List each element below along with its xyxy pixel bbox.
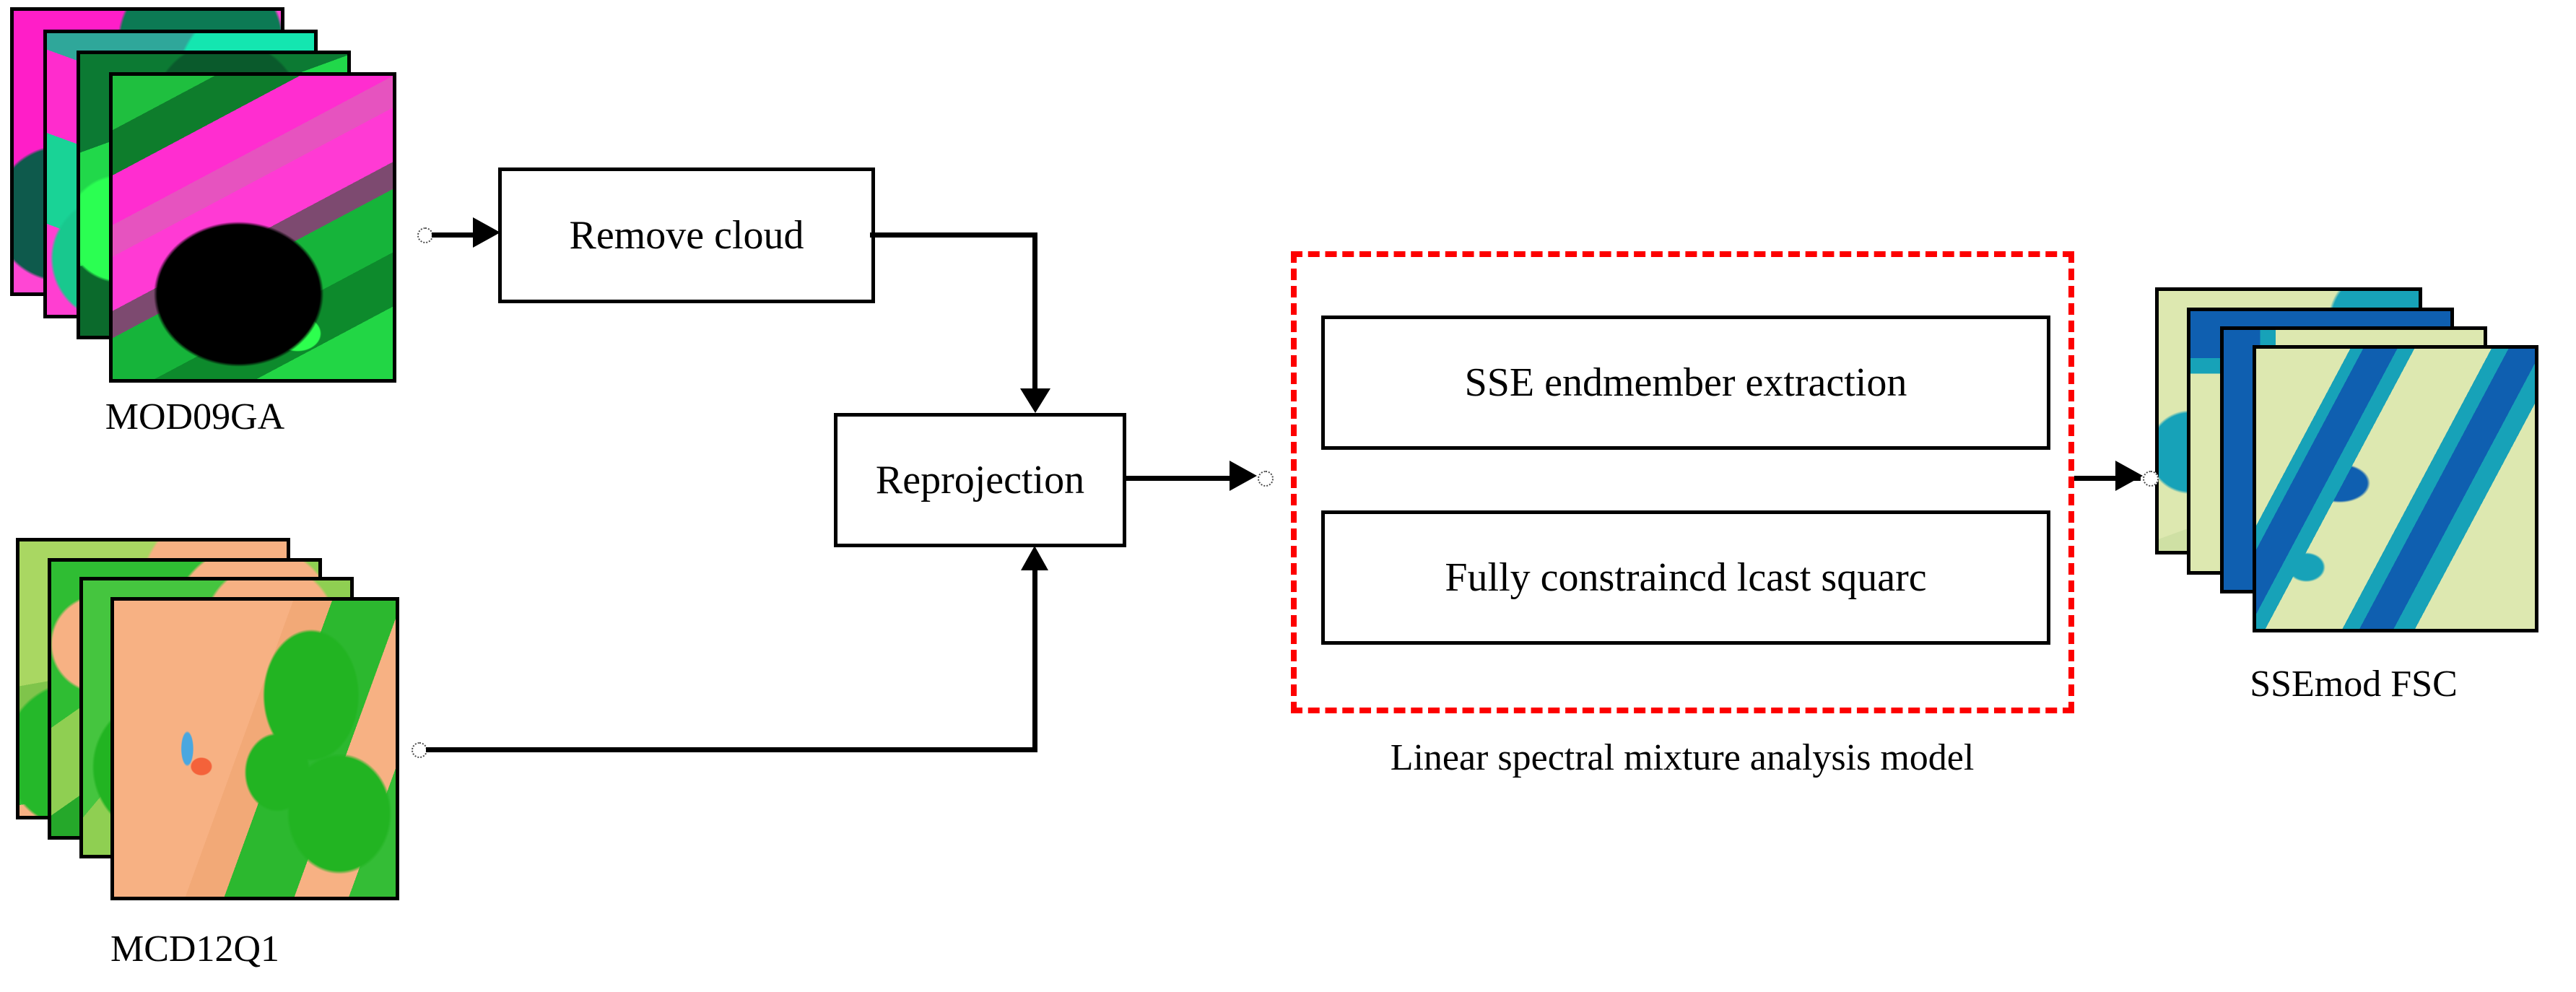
remove-cloud-to-reprojection-vline — [1032, 232, 1037, 393]
reprojection-label: Reprojection — [875, 458, 1085, 502]
mcd12q1-to-reprojection-hline — [426, 747, 1037, 752]
lsma-to-ssemod-fsc-arrowhead — [2115, 461, 2143, 491]
sse-endmember-extraction-box[interactable]: SSE endmember extraction — [1321, 316, 2050, 450]
mcd12q1-to-reprojection-arrowhead — [1021, 546, 1048, 570]
mcd12q1-tile-4 — [110, 597, 399, 900]
mod09ga-tile-4 — [109, 72, 396, 383]
ssemod-fsc-tile-4-raster — [2256, 349, 2535, 629]
lsma-group-input-port — [1258, 471, 1274, 487]
lsma-group-boundary — [1291, 251, 2074, 713]
reprojection-to-lsma-line — [1123, 476, 1233, 481]
remove-cloud-label: Remove cloud — [569, 213, 804, 258]
mod09ga-tile-4-raster — [113, 76, 393, 379]
fully-constrained-least-square-label: Fully constraincd lcast squarc — [1445, 555, 1927, 600]
mod09ga-to-remove-cloud-arrowhead — [473, 217, 500, 248]
mod09ga-output-port — [417, 227, 433, 243]
mcd12q1-tile-4-raster — [114, 601, 396, 897]
sse-endmember-extraction-label: SSE endmember extraction — [1464, 360, 1907, 405]
mod09ga-to-remove-cloud-line — [432, 232, 477, 238]
lsma-group-caption: Linear spectral mixture analysis model — [1390, 737, 1975, 778]
mod09ga-caption: MOD09GA — [105, 396, 285, 438]
mcd12q1-to-reprojection-vline — [1032, 569, 1037, 749]
ssemod-fsc-caption: SSEmod FSC — [2250, 663, 2458, 705]
ssemod-fsc-input-port — [2143, 471, 2159, 487]
remove-cloud-to-reprojection-arrowhead — [1020, 388, 1050, 413]
mcd12q1-output-port — [412, 742, 427, 758]
mcd12q1-caption: MCD12Q1 — [110, 928, 280, 970]
fully-constrained-least-square-box[interactable]: Fully constraincd lcast squarc — [1321, 510, 2050, 645]
reprojection-to-lsma-arrowhead — [1230, 461, 1257, 491]
remove-cloud-to-reprojection-hline — [870, 232, 1037, 238]
remove-cloud-box[interactable]: Remove cloud — [498, 167, 875, 303]
mcd12q1-image-stack — [16, 538, 399, 921]
lsma-to-ssemod-fsc-line — [2074, 476, 2141, 481]
mod09ga-image-stack — [10, 7, 396, 383]
ssemod-fsc-image-stack — [2155, 287, 2559, 656]
ssemod-fsc-tile-4 — [2253, 345, 2538, 632]
reprojection-box[interactable]: Reprojection — [834, 413, 1126, 547]
